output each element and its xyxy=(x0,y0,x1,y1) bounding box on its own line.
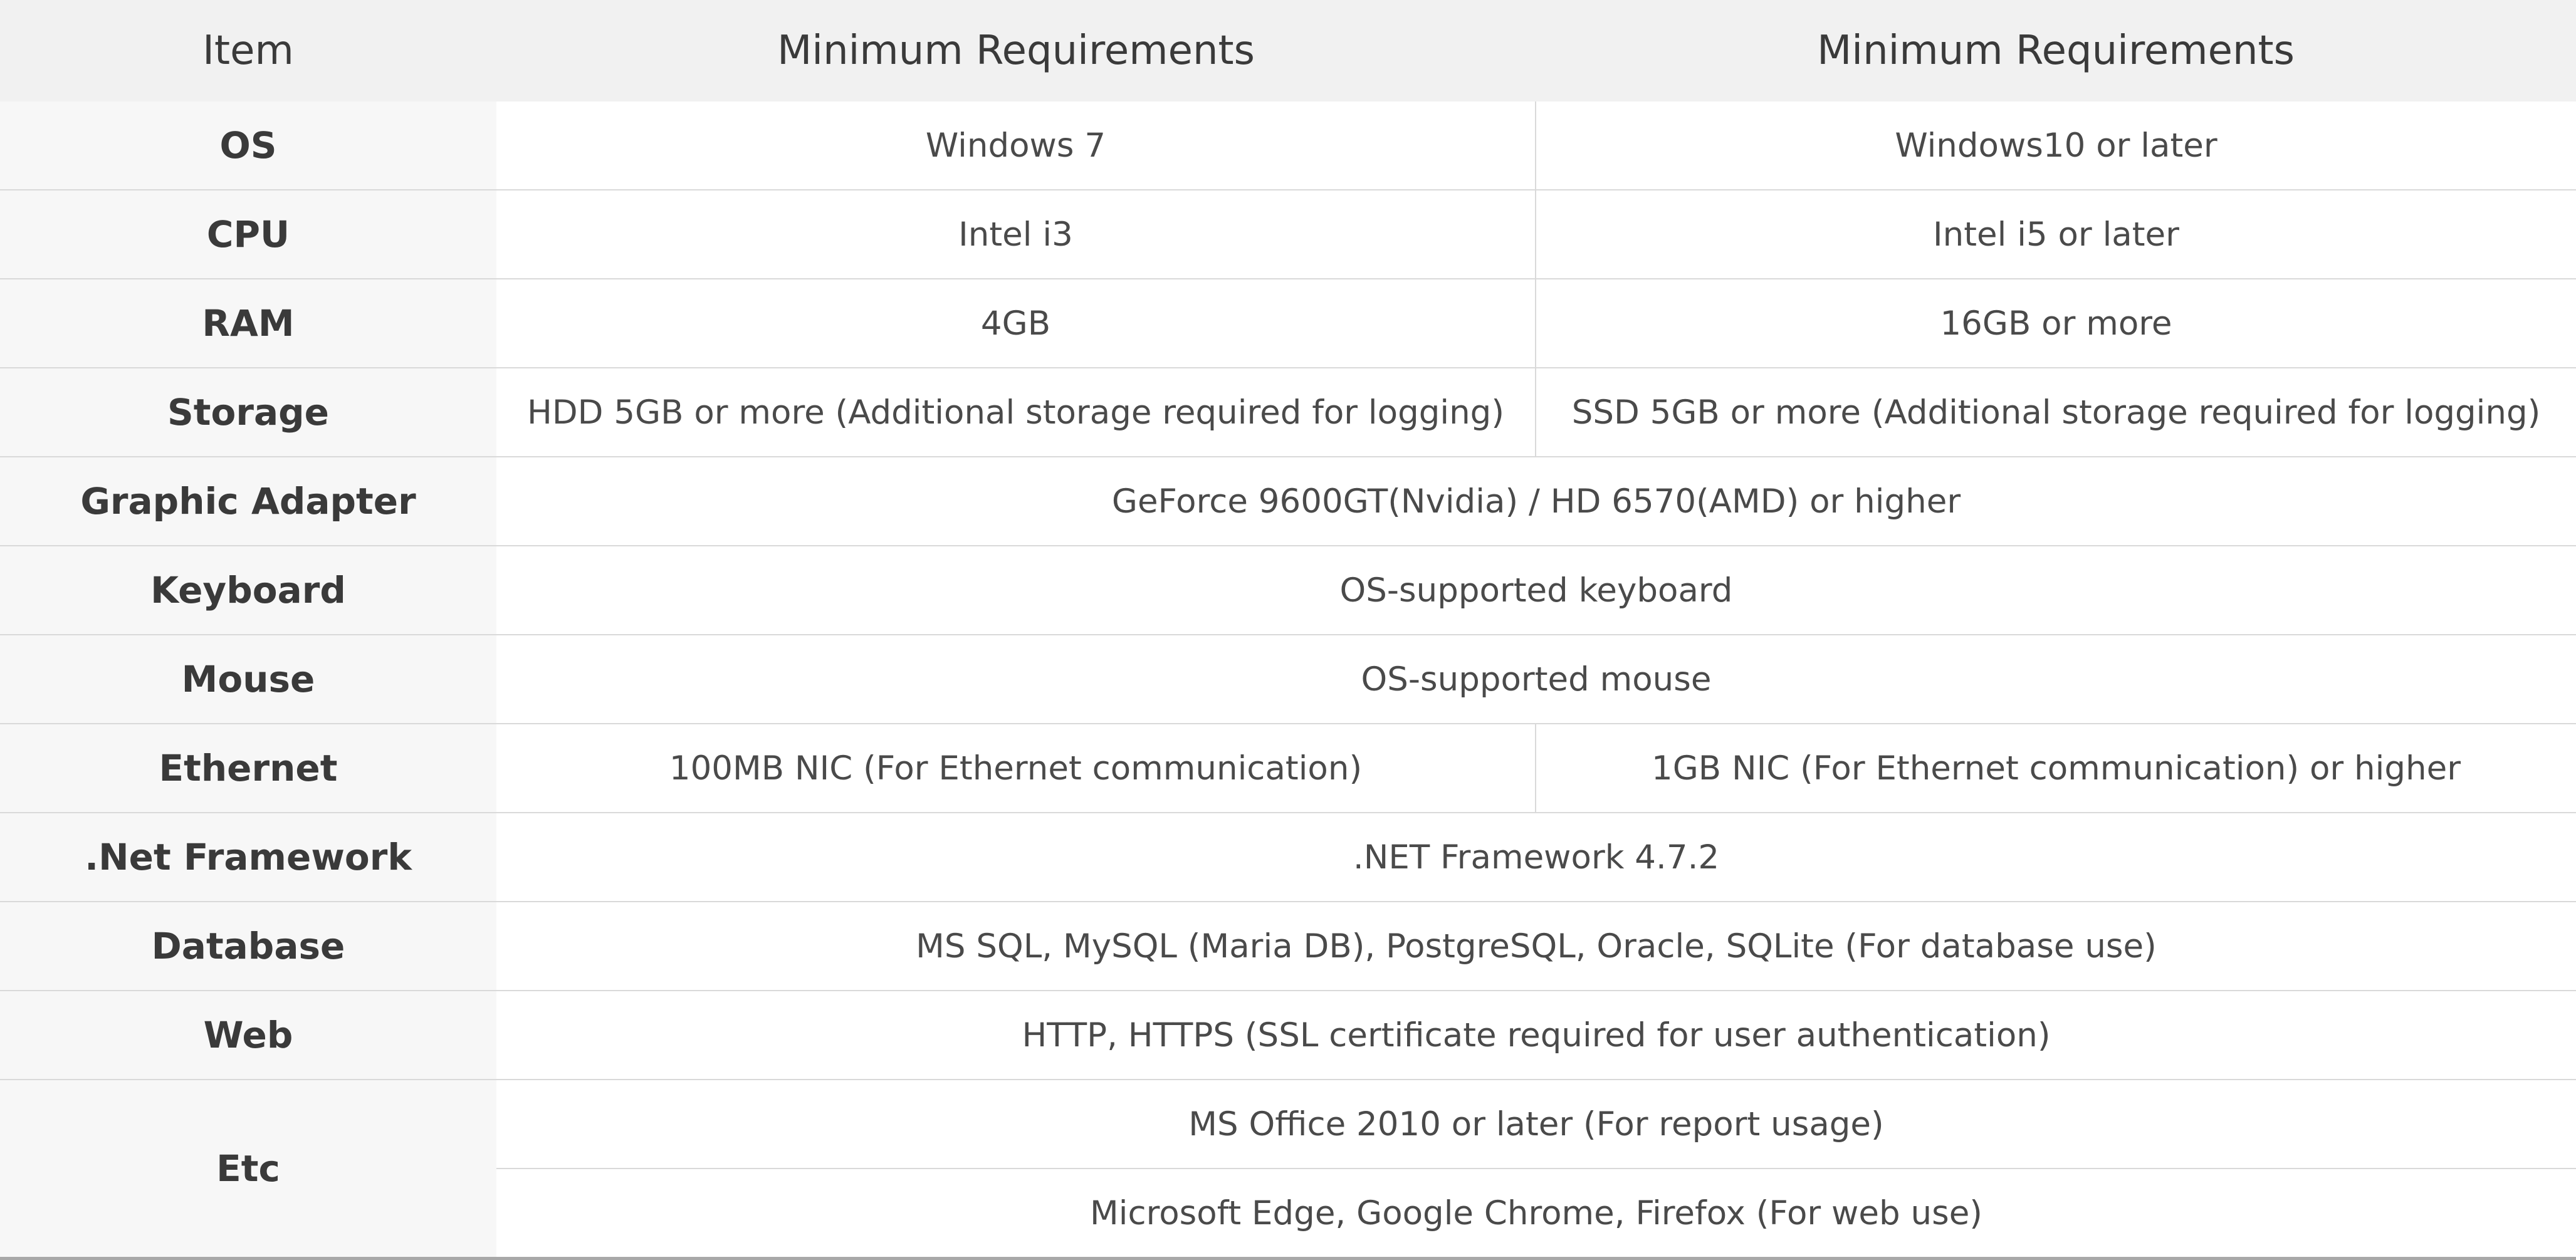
row-label: Database xyxy=(0,902,496,991)
shared-value: OS-supported mouse xyxy=(496,635,2576,724)
row-label: .Net Framework xyxy=(0,813,496,902)
shared-value: MS SQL, MySQL (Maria DB), PostgreSQL, Or… xyxy=(496,902,2576,991)
table-row: Graphic Adapter GeForce 9600GT(Nvidia) /… xyxy=(0,457,2576,546)
table-row: CPU Intel i3 Intel i5 or later xyxy=(0,190,2576,279)
table-row: Keyboard OS-supported keyboard xyxy=(0,546,2576,635)
table-row: Storage HDD 5GB or more (Additional stor… xyxy=(0,368,2576,457)
table-row: Microsoft Edge, Google Chrome, Firefox (… xyxy=(0,1169,2576,1260)
row-label: Storage xyxy=(0,368,496,457)
header-minimum: Minimum Requirements xyxy=(496,0,1536,102)
row-label: Graphic Adapter xyxy=(0,457,496,546)
shared-value: Microsoft Edge, Google Chrome, Firefox (… xyxy=(496,1169,2576,1260)
table-row: Database MS SQL, MySQL (Maria DB), Postg… xyxy=(0,902,2576,991)
recommended-value: Windows10 or later xyxy=(1536,102,2576,190)
recommended-value: SSD 5GB or more (Additional storage requ… xyxy=(1536,368,2576,457)
table-row: Mouse OS-supported mouse xyxy=(0,635,2576,724)
table-header-row: Item Minimum Requirements Minimum Requir… xyxy=(0,0,2576,102)
minimum-value: Intel i3 xyxy=(496,190,1536,279)
header-item: Item xyxy=(0,0,496,102)
minimum-value: 4GB xyxy=(496,279,1536,368)
row-label: CPU xyxy=(0,190,496,279)
shared-value: HTTP, HTTPS (SSL certificate required fo… xyxy=(496,991,2576,1080)
row-label: RAM xyxy=(0,279,496,368)
shared-value: GeForce 9600GT(Nvidia) / HD 6570(AMD) or… xyxy=(496,457,2576,546)
minimum-value: HDD 5GB or more (Additional storage requ… xyxy=(496,368,1536,457)
table-row: .Net Framework .NET Framework 4.7.2 xyxy=(0,813,2576,902)
table-row: Ethernet 100MB NIC (For Ethernet communi… xyxy=(0,724,2576,813)
table-row: OS Windows 7 Windows10 or later xyxy=(0,102,2576,190)
minimum-value: Windows 7 xyxy=(496,102,1536,190)
shared-value: .NET Framework 4.7.2 xyxy=(496,813,2576,902)
row-label: Keyboard xyxy=(0,546,496,635)
table-row: RAM 4GB 16GB or more xyxy=(0,279,2576,368)
row-label: Mouse xyxy=(0,635,496,724)
row-label: Web xyxy=(0,991,496,1080)
recommended-value: Intel i5 or later xyxy=(1536,190,2576,279)
minimum-value: 100MB NIC (For Ethernet communication) xyxy=(496,724,1536,813)
shared-value: MS Office 2010 or later (For report usag… xyxy=(496,1080,2576,1169)
recommended-value: 16GB or more xyxy=(1536,279,2576,368)
row-label: Ethernet xyxy=(0,724,496,813)
recommended-value: 1GB NIC (For Ethernet communication) or … xyxy=(1536,724,2576,813)
table-row: Etc MS Office 2010 or later (For report … xyxy=(0,1080,2576,1260)
table-row: Web HTTP, HTTPS (SSL certificate require… xyxy=(0,991,2576,1080)
shared-value: OS-supported keyboard xyxy=(496,546,2576,635)
row-label: Etc xyxy=(0,1080,496,1260)
header-recommended: Minimum Requirements xyxy=(1536,0,2576,102)
row-label: OS xyxy=(0,102,496,190)
